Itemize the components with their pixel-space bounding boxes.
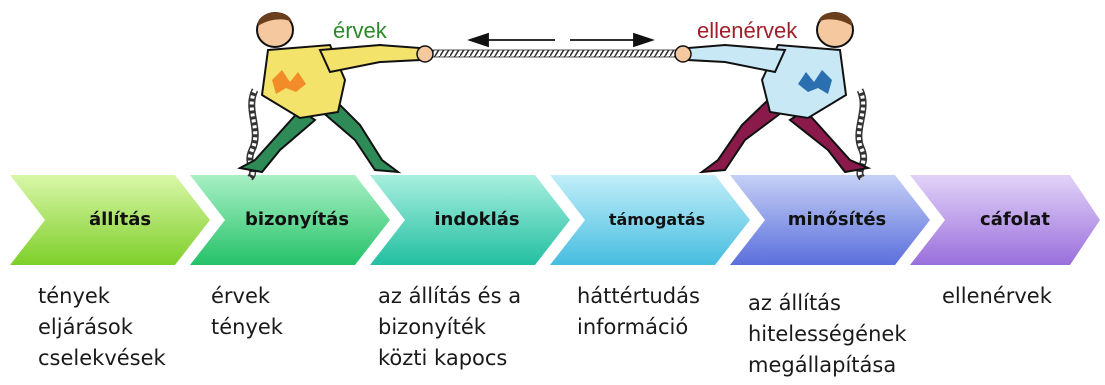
- step-desc-cafolat: ellenérvek: [942, 284, 1052, 308]
- chevron-step-3: [370, 175, 570, 265]
- pro-arguments-label: érvek: [333, 18, 387, 43]
- left-man-pulling-icon: [236, 12, 434, 174]
- chevron-step-5: [730, 175, 930, 265]
- step-desc-indoklas: az állítás és a bizonyíték közti kapocs: [378, 284, 522, 370]
- chevron-row: [10, 175, 1100, 265]
- counter-arguments-label: ellenérvek: [697, 18, 798, 43]
- step-desc-allitas: tények eljárások cselekvések: [38, 284, 166, 370]
- step-title-minosites: minősítés: [787, 209, 887, 230]
- chevron-step-1: [10, 175, 210, 265]
- chevron-step-2: [190, 175, 390, 265]
- step-desc-minosites: az állítás hitelességének megállapítása: [748, 291, 907, 377]
- chevron-step-6: [910, 175, 1100, 265]
- step-title-indoklas: indoklás: [434, 209, 520, 230]
- step-title-allitas: állítás: [88, 209, 152, 230]
- step-title-bizonyitas: bizonyítás: [244, 209, 350, 230]
- double-arrow-icon: [467, 32, 655, 48]
- chevron-step-4: [550, 175, 750, 265]
- right-man-pulling-icon: [674, 12, 872, 174]
- step-title-cafolat: cáfolat: [980, 209, 1050, 230]
- step-desc-bizonyitas: érvek tények: [211, 284, 283, 339]
- step-title-tamogatas: támogatás: [608, 210, 706, 229]
- step-desc-tamogatas: háttértudás információ: [577, 284, 700, 339]
